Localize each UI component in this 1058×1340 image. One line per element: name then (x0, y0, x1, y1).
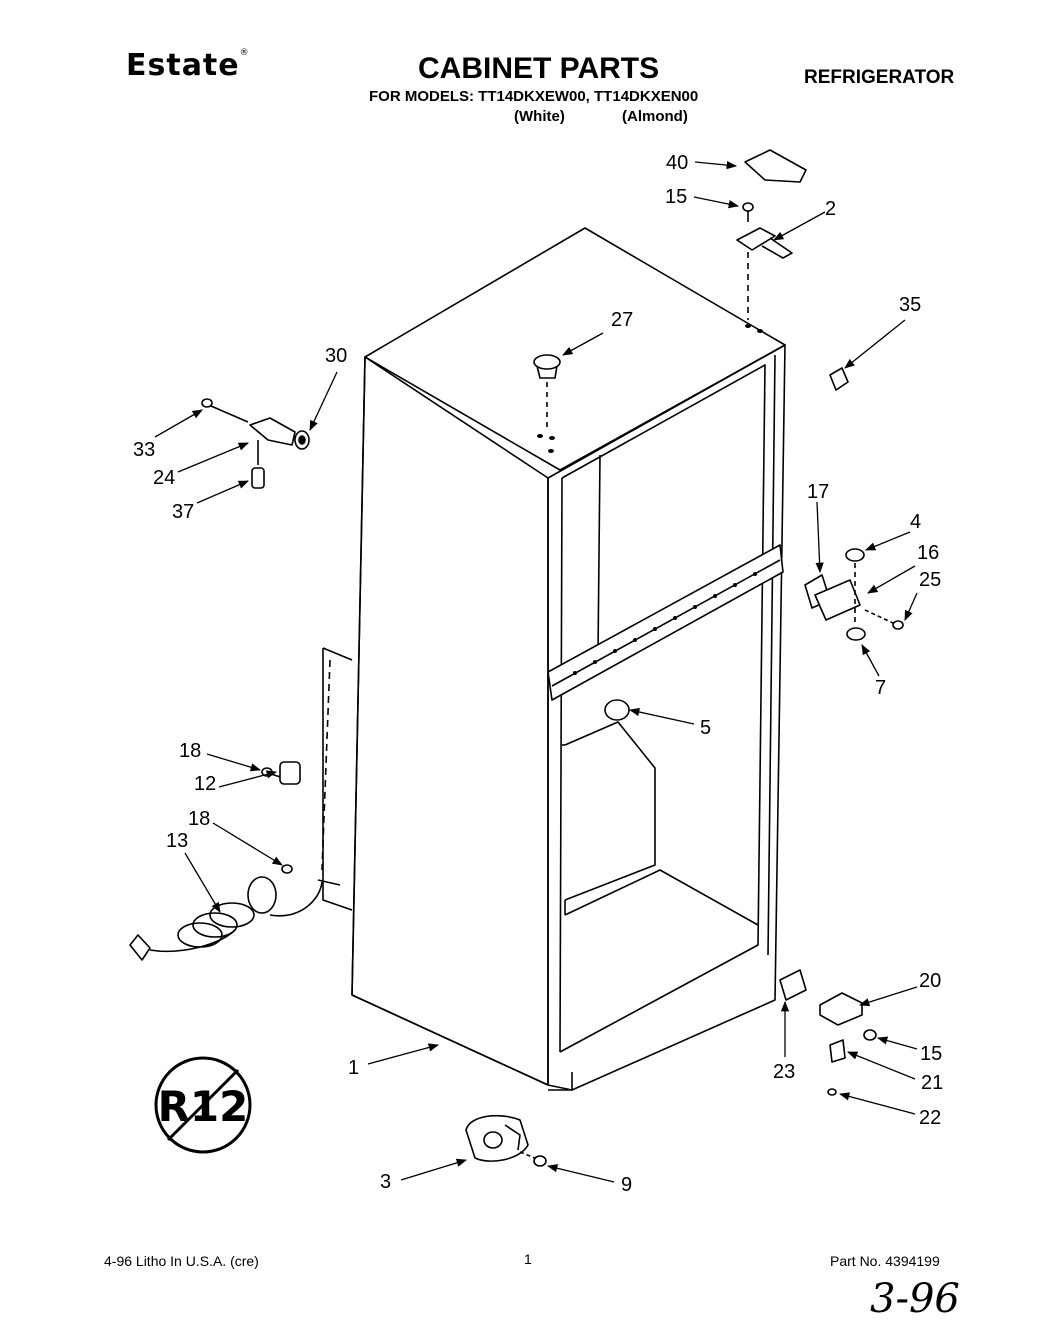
brand-logo: Estate® (126, 48, 250, 83)
screw-part-33 (201, 398, 249, 423)
screw-part-22 (827, 1088, 837, 1096)
top-holes (537, 324, 763, 453)
hinge-pin-part (249, 417, 296, 465)
leader-arrows (154, 160, 918, 1183)
screw-part-9 (519, 1151, 547, 1167)
cabinet-shell (351, 227, 786, 1091)
callout-1: 1 (348, 1057, 359, 1079)
callout-25: 25 (919, 569, 941, 591)
callout-18-lower: 18 (188, 808, 210, 830)
washer-part (294, 430, 310, 450)
model-list: FOR MODELS: TT14DKXEW00, TT14DKXEN00 (369, 88, 699, 105)
rear-panel-top (322, 647, 353, 661)
callout-7: 7 (875, 677, 886, 699)
leveling-leg-part (465, 1114, 529, 1162)
callout-35: 35 (899, 294, 921, 316)
r12-symbol: R12 (154, 1056, 252, 1154)
callout-13: 13 (166, 830, 188, 852)
callout-33: 33 (133, 439, 155, 461)
callout-3: 3 (380, 1171, 391, 1193)
page-number: 1 (524, 1251, 532, 1267)
bottom-hinge-part (819, 992, 863, 1026)
screw-part (742, 202, 754, 222)
cap-part (533, 354, 561, 430)
button-part (604, 699, 630, 721)
callout-30: 30 (325, 345, 347, 367)
callout-27: 27 (611, 309, 633, 331)
callout-15-bottom: 15 (920, 1043, 942, 1065)
callout-40: 40 (666, 152, 688, 174)
product-category: REFRIGERATOR (804, 67, 955, 88)
callout-12: 12 (194, 773, 216, 795)
callout-18-upper: 18 (179, 740, 201, 762)
handwritten-date: 3-96 (870, 1276, 960, 1322)
callout-2: 2 (825, 198, 836, 220)
screw-part-25 (864, 609, 904, 630)
callout-21: 21 (921, 1072, 943, 1094)
shim-part (779, 969, 807, 1001)
variant-almond: (Almond) (622, 108, 688, 125)
callout-15-top: 15 (665, 186, 687, 208)
plug-part (829, 367, 849, 391)
callout-24: 24 (153, 467, 175, 489)
callout-16: 16 (917, 542, 939, 564)
callout-23: 23 (773, 1061, 795, 1083)
clamp-part (279, 761, 301, 785)
top-hinge-part (736, 227, 793, 320)
callout-17: 17 (807, 481, 829, 503)
callout-9: 9 (621, 1174, 632, 1196)
part-number: Part No. 4394199 (830, 1253, 940, 1269)
rear-panel (322, 648, 353, 911)
callout-37: 37 (172, 501, 194, 523)
washer-part-4 (845, 548, 865, 562)
page-title: CABINET PARTS (418, 52, 660, 85)
callout-4: 4 (910, 511, 921, 533)
callout-20: 20 (919, 970, 941, 992)
callout-5: 5 (700, 717, 711, 739)
print-info: 4-96 Litho In U.S.A. (cre) (104, 1253, 259, 1269)
variant-white: (White) (514, 108, 565, 125)
callout-22: 22 (919, 1107, 941, 1129)
hinge-cover-part (744, 149, 807, 183)
screw-part-15b (863, 1029, 877, 1041)
bushing-part (251, 467, 265, 489)
screw-part-18b (281, 864, 293, 874)
center-rail (547, 544, 784, 701)
power-cord-part (129, 876, 341, 961)
washer-part-7 (846, 627, 866, 641)
center-hinge-part (814, 579, 861, 621)
pin-part (829, 1039, 846, 1063)
